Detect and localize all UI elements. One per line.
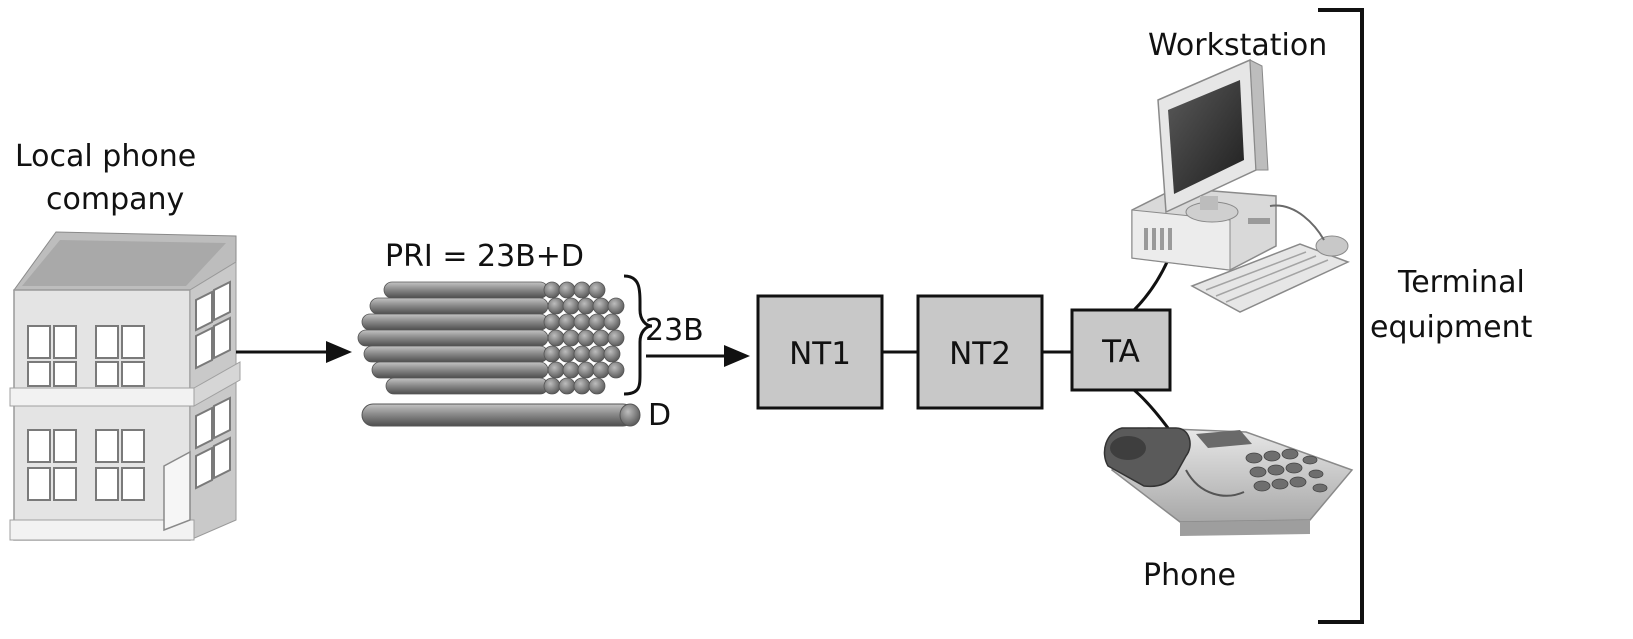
cable-strand-end [544,314,560,330]
cable-strand-end [593,362,609,378]
cable-strand-end [593,330,609,346]
cable-strand-end [559,314,575,330]
cable-strand [384,282,548,298]
terminal-equipment-bracket [1318,10,1362,622]
cable-strand [372,362,548,378]
cable-strand-end [544,378,560,394]
cable-strand-end [608,362,624,378]
b-channels-label: 23B [645,313,704,348]
cable-strand-end [578,330,594,346]
cable-strand-end [574,314,590,330]
cable-strand [362,314,548,330]
cable-strand-end [578,298,594,314]
nt1-box: NT1 [758,296,882,408]
terminal-label-line2: equipment [1370,310,1533,345]
desktop-computer-icon [1132,60,1348,312]
arrow-building-to-cables [236,341,352,363]
cable-bundle-icon [358,282,624,394]
cable-strand-end [563,298,579,314]
cable-strand-end [589,346,605,362]
office-building-icon [10,232,240,540]
pri-label: PRI = 23B+D [385,239,584,274]
cable-strand-end [559,282,575,298]
company-label-line2: company [46,182,184,217]
cable-strand-end [574,282,590,298]
cable-strand-end [548,330,564,346]
nt1-label: NT1 [789,336,851,372]
cable-strand-end [563,362,579,378]
cable-strand-end [548,298,564,314]
cable-strand [364,346,548,362]
phone-label: Phone [1143,558,1236,593]
company-label-line1: Local phone [15,139,196,174]
cable-strand-end [544,346,560,362]
cable-strand-end [563,330,579,346]
terminal-label-line1: Terminal [1397,265,1525,300]
cable-strand [386,378,548,394]
d-channel-cable-icon [362,404,640,426]
ta-label: TA [1101,334,1140,370]
arrow-to-nt1 [646,345,750,367]
cable-strand-end [593,298,609,314]
d-channel-label: D [648,398,671,433]
cable-strand-end [578,362,594,378]
cable-strand-end [608,330,624,346]
cable-strand-end [559,346,575,362]
cable-strand-end [548,362,564,378]
cable-strand-end [604,314,620,330]
desk-phone-icon [1104,428,1352,536]
nt2-label: NT2 [949,336,1011,372]
cable-strand-end [559,378,575,394]
cable-strand-end [574,378,590,394]
cable-strand-end [589,314,605,330]
nt2-box: NT2 [918,296,1042,408]
link-ta-phone [1134,390,1168,428]
cable-strand-end [608,298,624,314]
link-ta-workstation [1134,260,1168,310]
ta-box: TA [1072,310,1170,390]
cable-strand-end [574,346,590,362]
cable-strand-end [589,282,605,298]
cable-strand-end [604,346,620,362]
cable-strand [370,298,548,314]
cable-strand-end [544,282,560,298]
workstation-label: Workstation [1148,28,1327,63]
cable-strand-end [589,378,605,394]
cable-strand [358,330,548,346]
